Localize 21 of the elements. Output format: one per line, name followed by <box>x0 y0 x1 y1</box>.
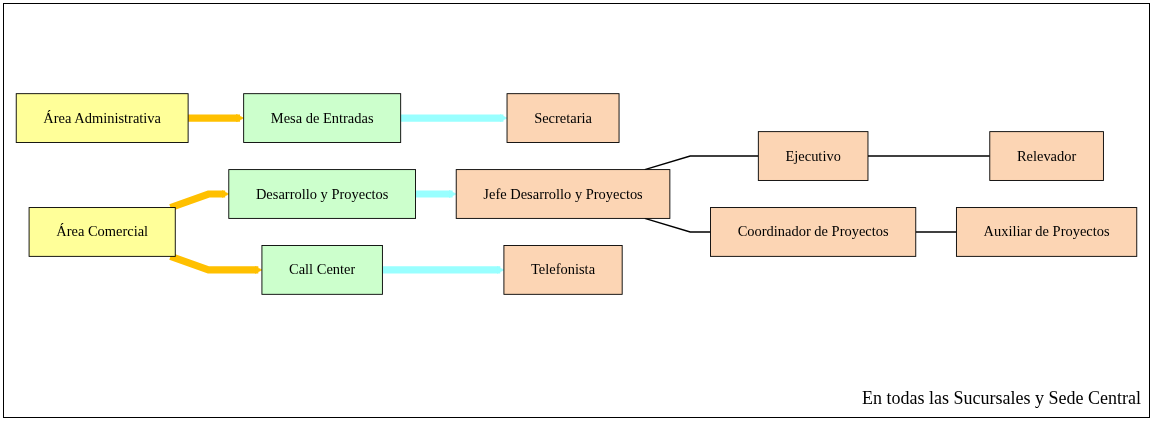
note-text: En todas las Sucursales y Sede Central <box>862 388 1141 409</box>
node-box: Secretaria <box>506 93 620 143</box>
connector <box>867 155 991 157</box>
node-box: Auxiliar de Proyectos <box>956 207 1138 257</box>
arrow <box>169 190 230 211</box>
node-box: Relevador <box>989 131 1104 181</box>
arrow <box>188 114 244 123</box>
node-box: Call Center <box>261 245 383 295</box>
node-box: Área Administrativa <box>15 93 189 143</box>
node-box: Mesa de Entradas <box>243 93 402 143</box>
connector <box>915 231 958 233</box>
node-box: Coordinador de Proyectos <box>710 207 917 257</box>
node-box: Jefe Desarrollo y Proyectos <box>455 169 671 219</box>
node-box: Área Comercial <box>28 207 176 257</box>
arrow <box>415 190 457 198</box>
arrow <box>169 252 263 274</box>
arrow <box>382 265 505 274</box>
node-box: Desarrollo y Proyectos <box>228 169 416 219</box>
node-box: Telefonista <box>503 245 623 295</box>
node-box: Ejecutivo <box>757 131 869 181</box>
arrow <box>400 114 508 123</box>
